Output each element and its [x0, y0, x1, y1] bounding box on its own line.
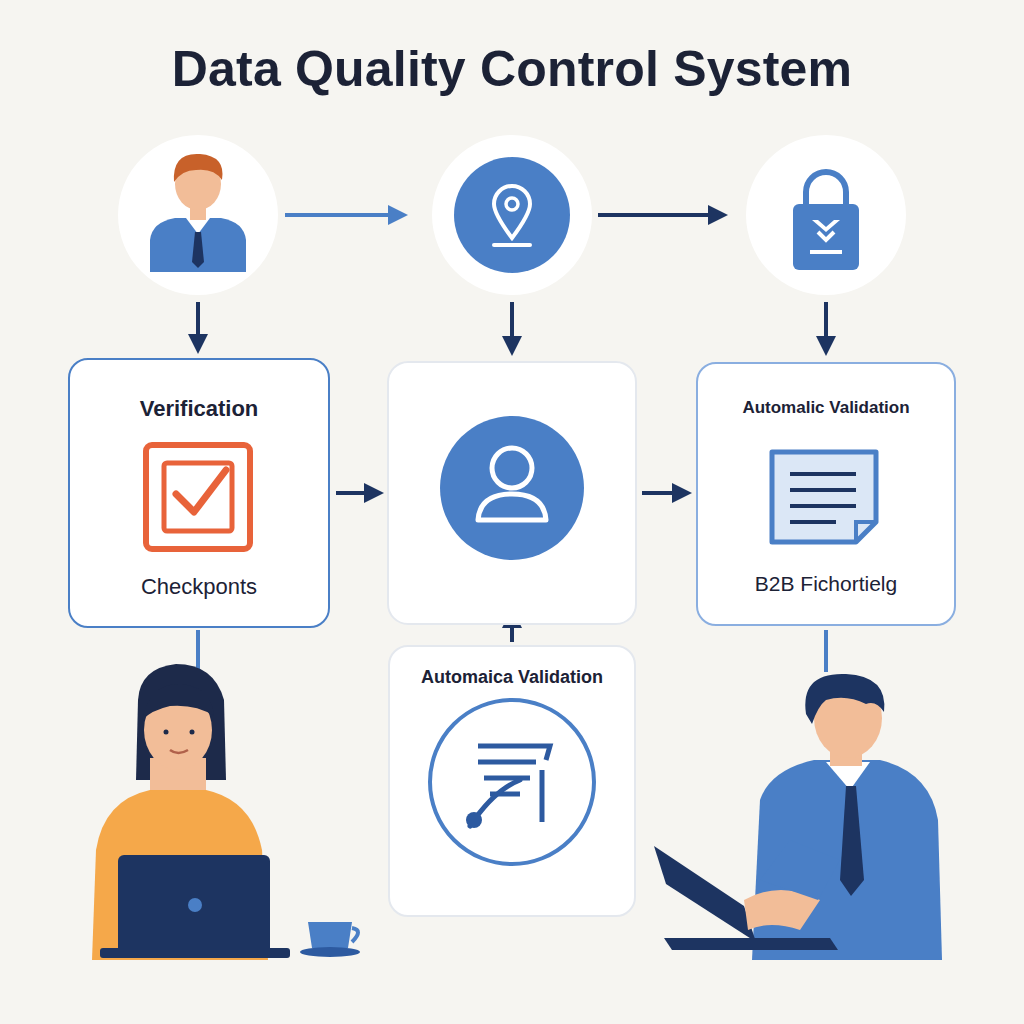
box-heading: Verification [140, 396, 259, 422]
location-icon [432, 135, 592, 295]
process-box: Automaica Validation [388, 645, 636, 917]
validation-icon [430, 700, 594, 864]
box-label: Checkponts [141, 574, 257, 600]
user-box [388, 362, 636, 624]
box-label: B2B Fichortielg [755, 572, 897, 596]
woman-figure [92, 664, 360, 960]
process-box: Automalic ValidationB2B Fichortielg [696, 362, 956, 626]
box-heading: Automaica Validation [421, 667, 603, 688]
document-icon [772, 452, 876, 542]
diagram-title: Data Quality Control System [0, 40, 1024, 98]
checkbox-icon [146, 445, 250, 549]
man-figure [654, 674, 942, 960]
person-icon [118, 135, 278, 295]
box-heading: Automalic Validation [742, 398, 909, 418]
process-box: VerificationCheckponts [68, 358, 330, 628]
lock-icon [746, 135, 906, 295]
